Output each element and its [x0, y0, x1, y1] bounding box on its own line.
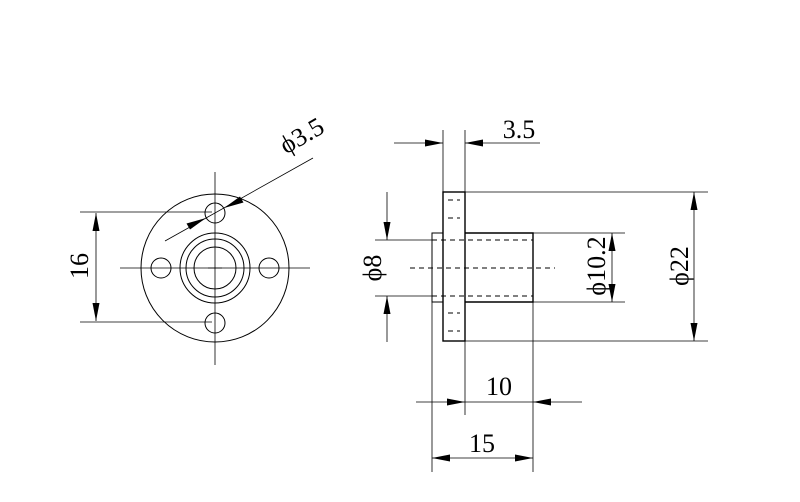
dim-label-16: 16: [65, 253, 94, 279]
arrow-10-2-top: [608, 233, 616, 251]
arrow-3-5-left: [425, 139, 443, 147]
dim-label-hole-diameter: ϕ3.5: [275, 112, 329, 160]
arrow-15-right: [515, 454, 533, 462]
side-view: 3.5 ϕ8 ϕ10.2 ϕ22 10: [358, 115, 708, 472]
arrow-22-bottom: [690, 323, 698, 341]
boss-inner-step: [431, 232, 443, 303]
arrow-3-5-right: [465, 139, 483, 147]
arrow-15-left: [432, 454, 450, 462]
dim-label-flange-diameter: ϕ22: [665, 246, 694, 286]
dim-label-bore-diameter: ϕ8: [358, 255, 387, 282]
arrow-8-bottom: [383, 296, 391, 314]
arrow-16-bottom: [92, 303, 100, 321]
arrow-3-5-upper: [224, 196, 244, 208]
arrow-10-2-bottom: [608, 284, 616, 302]
dim-label-total-length: 15: [469, 429, 495, 458]
dim-label-boss-diameter: ϕ10.2: [582, 236, 611, 295]
flange-profile: [442, 191, 466, 342]
arrow-3-5-lower: [186, 218, 206, 230]
arrow-10-right: [533, 398, 551, 406]
arrow-10-left: [447, 398, 465, 406]
dim-label-boss-length: 10: [486, 372, 512, 401]
arrow-8-top: [383, 222, 391, 240]
boss-profile: [465, 232, 534, 303]
dim-label-flange-thickness: 3.5: [503, 115, 536, 144]
arrow-16-top: [92, 213, 100, 231]
front-view: 16 ϕ3.5: [65, 112, 329, 365]
arrow-22-top: [690, 192, 698, 210]
